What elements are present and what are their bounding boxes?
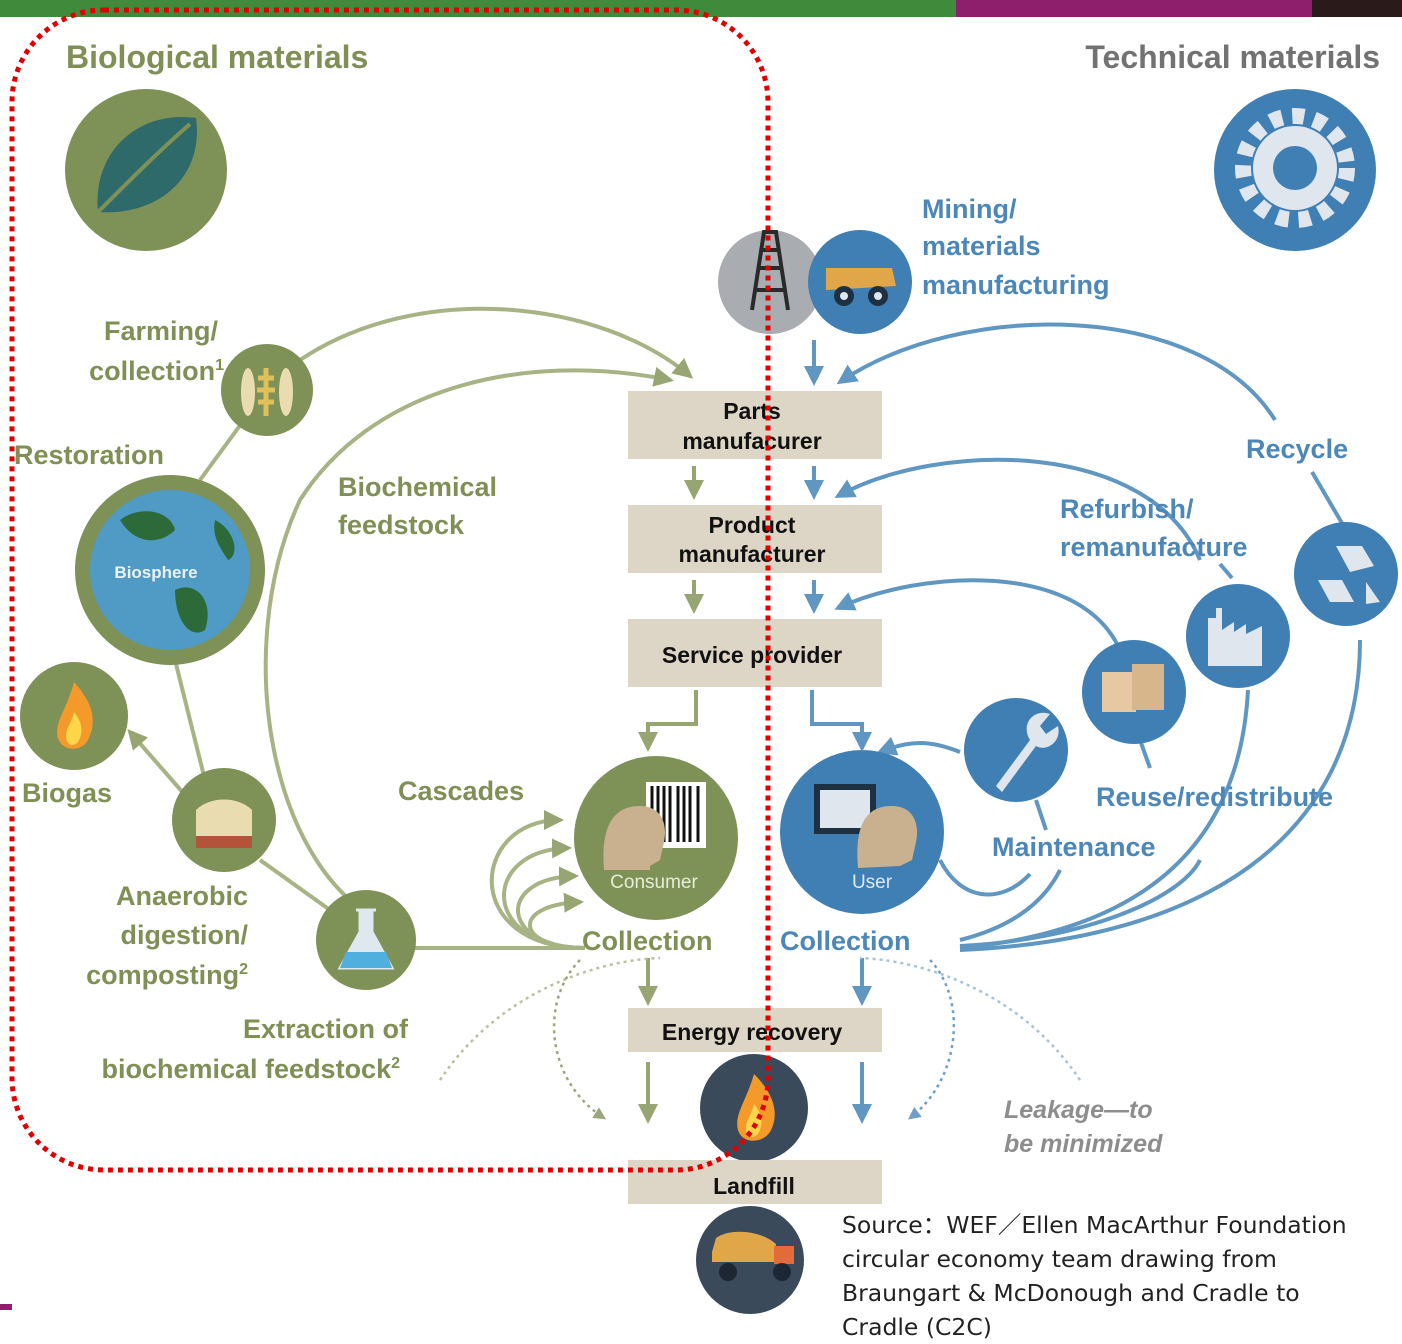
factory-icon xyxy=(1186,584,1290,688)
cascades-label: Cascades xyxy=(398,776,524,806)
parts-manufacturer-box xyxy=(628,391,882,459)
source-line-3: Braungart & McDonough and Cradle to xyxy=(842,1279,1300,1307)
leaf-icon xyxy=(65,89,227,251)
header-bar xyxy=(0,0,1402,17)
anaerobic-label-1: Anaerobic xyxy=(116,881,248,911)
product-label-1: Product xyxy=(709,512,796,538)
user-label: User xyxy=(852,872,893,893)
parts-label-1: Parts xyxy=(723,398,781,424)
restoration-label: Restoration xyxy=(14,440,164,470)
source-line-4: Cradle (C2C) xyxy=(842,1313,992,1341)
biogas-label: Biogas xyxy=(22,778,112,808)
source-line-2: circular economy team drawing from xyxy=(842,1245,1277,1273)
consumer-label: Consumer xyxy=(610,872,698,893)
reuse-label: Reuse/redistribute xyxy=(1096,782,1333,812)
leakage-arrows xyxy=(438,956,1082,1120)
biological-highlight-frame xyxy=(9,7,771,1173)
technical-title: Technical materials xyxy=(1085,39,1380,75)
gear-icon xyxy=(1214,89,1376,251)
farming-label: Farming/ xyxy=(104,316,219,346)
extraction-label-1: Extraction of xyxy=(243,1014,409,1044)
mining-label-2: materials xyxy=(922,231,1041,261)
user-icon xyxy=(780,750,944,914)
source-caption: Source：WEF／Ellen MacArthur Foundation ci… xyxy=(842,1208,1390,1341)
consumer-icon xyxy=(574,756,738,920)
center-arrows xyxy=(638,340,872,1124)
collection-bio-label: Collection xyxy=(582,926,713,956)
maintenance-label: Maintenance xyxy=(992,832,1156,862)
energy-recovery-label: Energy recovery xyxy=(662,1019,842,1045)
anaerobic-digestion-icon xyxy=(172,768,276,872)
anaerobic-label-3: composting2 xyxy=(86,960,248,990)
recycle-icon xyxy=(1294,522,1398,626)
landfill-box xyxy=(628,1160,882,1204)
service-provider-label: Service provider xyxy=(662,642,842,668)
refurbish-label-2: remanufacture xyxy=(1060,532,1248,562)
energy-flame-icon xyxy=(700,1054,808,1162)
extraction-label-2: biochemical feedstock2 xyxy=(101,1054,400,1084)
wrench-icon xyxy=(964,698,1068,802)
recycle-label: Recycle xyxy=(1246,434,1348,464)
biological-title: Biological materials xyxy=(66,39,368,75)
biosphere-label: Biosphere xyxy=(114,563,197,582)
leakage-label-2: be minimized xyxy=(1004,1130,1163,1158)
mining-label-3: manufacturing xyxy=(922,270,1110,300)
product-manufacturer-box xyxy=(628,505,882,573)
collection-label-bio1: collection1 xyxy=(89,356,224,386)
slide-marker xyxy=(0,1304,12,1310)
dump-truck-icon xyxy=(696,1206,804,1314)
parts-label-2: manufacurer xyxy=(682,428,821,454)
biosphere-globe-icon xyxy=(75,475,265,665)
farming-icon xyxy=(221,344,313,436)
mining-truck-icon xyxy=(808,230,912,334)
mining-label-1: Mining/ xyxy=(922,194,1017,224)
tech-cycle-lines xyxy=(834,322,1362,952)
product-label-2: manufacturer xyxy=(679,541,826,567)
collection-tech-label: Collection xyxy=(780,926,911,956)
source-line-1: Source：WEF／Ellen MacArthur Foundation xyxy=(842,1211,1347,1239)
leakage-label-1: Leakage—to xyxy=(1004,1096,1153,1124)
landfill-label: Landfill xyxy=(713,1173,795,1199)
service-provider-box xyxy=(628,619,882,687)
boxes-icon xyxy=(1082,640,1186,744)
energy-recovery-box xyxy=(628,1008,882,1052)
biochemical-feedstock-label-1: Biochemical xyxy=(338,472,497,502)
biological-cycle-lines xyxy=(127,306,694,950)
extraction-flask-icon xyxy=(316,890,416,990)
refurbish-label-1: Refurbish/ xyxy=(1060,494,1194,524)
biochemical-feedstock-label-2: feedstock xyxy=(338,510,465,540)
biogas-flame-icon xyxy=(20,662,128,770)
anaerobic-label-2: digestion/ xyxy=(121,920,249,950)
